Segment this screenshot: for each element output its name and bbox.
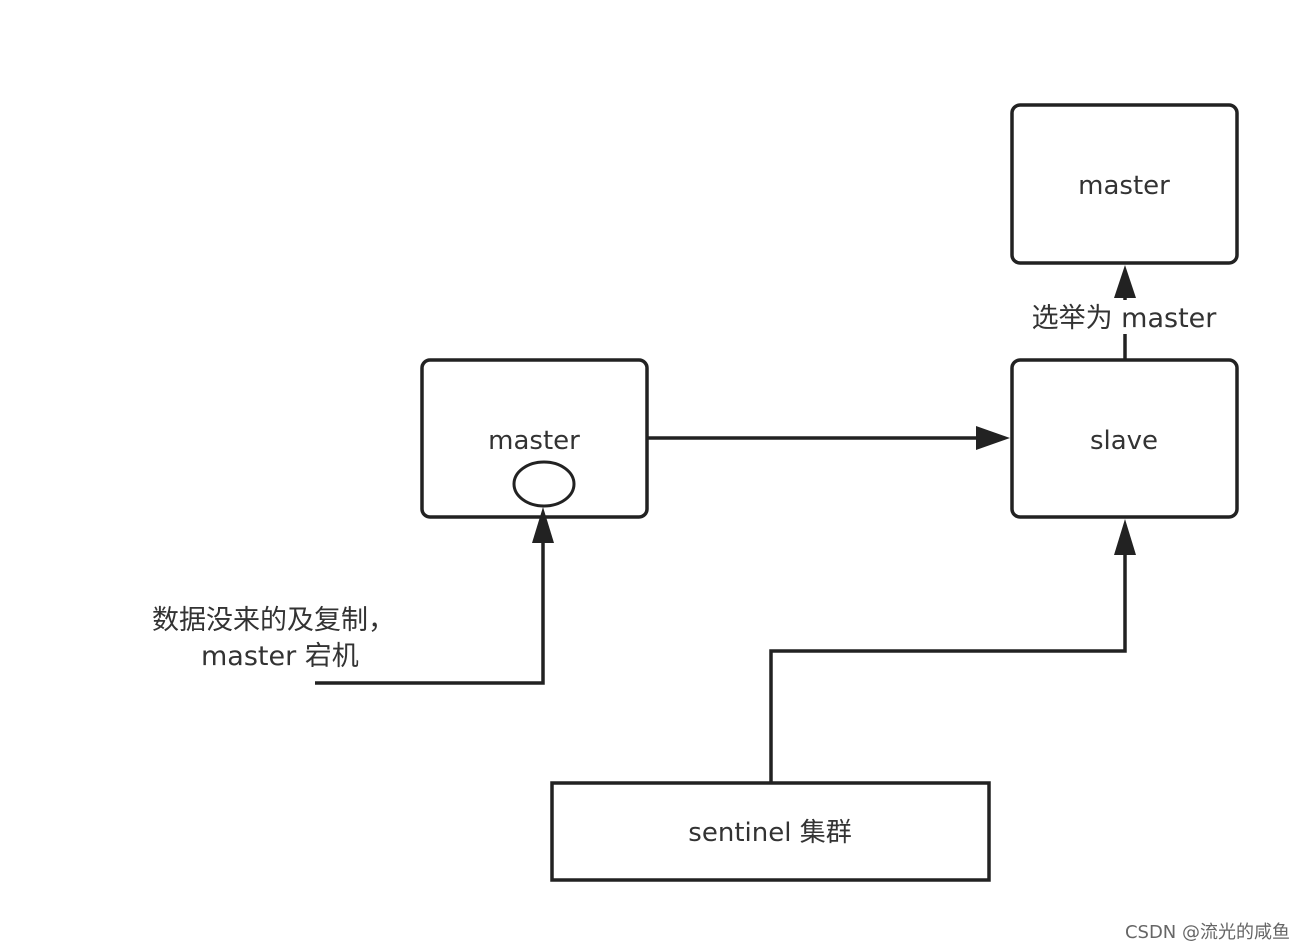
monitoring-line <box>769 552 1127 783</box>
replication-arrowhead <box>976 426 1010 450</box>
csdn-watermark: CSDN @流光的咸鱼 <box>1125 922 1290 943</box>
failure-note-arrowhead <box>532 507 554 543</box>
monitoring-edge <box>769 519 1136 783</box>
slave-node: slave <box>1010 358 1239 519</box>
failure-note-edge: 数据没来的及复制， master 宕机 <box>152 507 554 685</box>
data-loss-circle <box>512 460 576 508</box>
failure-note-label-line2: master 宕机 <box>201 641 359 672</box>
new-master-label: master <box>1078 171 1170 201</box>
sentinel-cluster-node: sentinel 集群 <box>550 781 991 882</box>
old-master-label: master <box>488 426 580 456</box>
promotion-edge: 选举为 master <box>1032 265 1218 360</box>
promotion-arrowhead <box>1114 265 1136 298</box>
promotion-label: 选举为 master <box>1032 303 1218 334</box>
new-master-node: master <box>1010 103 1239 265</box>
failure-note-label-line1: 数据没来的及复制， <box>152 605 395 636</box>
replication-edge <box>647 426 1010 450</box>
old-master-node: master <box>420 358 649 519</box>
new-master-box <box>1010 103 1239 265</box>
slave-label: slave <box>1090 426 1158 456</box>
monitoring-arrowhead <box>1114 519 1136 555</box>
sentinel-cluster-label: sentinel 集群 <box>688 818 851 848</box>
failure-note-line <box>315 540 545 685</box>
